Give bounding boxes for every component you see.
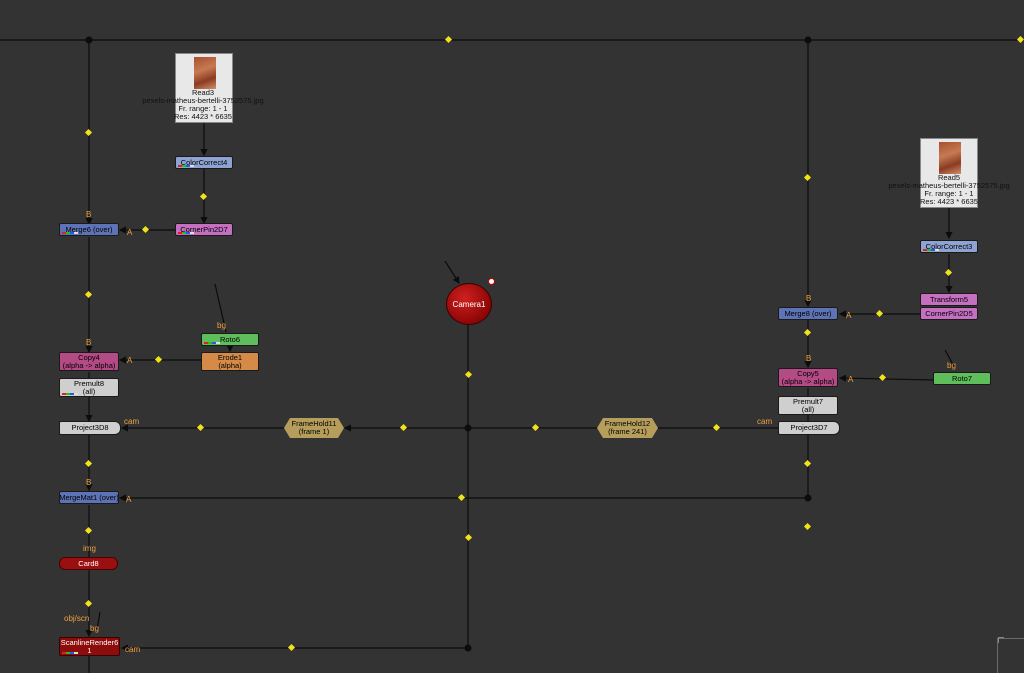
mergemat1-node[interactable]: MergeMat1 (over) xyxy=(59,491,119,504)
read5-file: pexels-matheus-bertelli-3752575.jpg xyxy=(888,181,1010,190)
read5-node[interactable] xyxy=(920,138,978,208)
read5-title: Read5 xyxy=(937,173,961,182)
merge6-input-a: A xyxy=(127,228,133,237)
premult8-node[interactable]: Premult8 (all) xyxy=(59,378,119,397)
copy4-input-a: A xyxy=(127,356,133,365)
copy4-sub: (alpha -> alpha) xyxy=(62,360,116,370)
copy4-input-b: B xyxy=(86,338,92,347)
copy5-input-b: B xyxy=(806,354,812,363)
read5-label: Read5 pexels-matheus-bertelli-3752575.jp… xyxy=(874,174,1024,206)
read3-file: pexels-matheus-bertelli-3752575.jpg xyxy=(142,96,264,105)
read3-node[interactable] xyxy=(175,53,233,123)
read5-range: Fr. range: 1 - 1 xyxy=(924,189,974,198)
cornerpin2d7-node[interactable]: CornerPin2D7 xyxy=(175,223,233,236)
premult8-sub: (all) xyxy=(82,386,96,396)
cornerpin2d7-label: CornerPin2D7 xyxy=(180,224,228,234)
read3-thumbnail xyxy=(194,57,216,89)
colorcorrect4-node[interactable]: ColorCorrect4 xyxy=(175,156,233,169)
camera1-indicator-icon xyxy=(488,278,495,285)
merge8-label: Merge8 (over) xyxy=(784,308,832,318)
scanlinerender6-input-cam: cam xyxy=(125,645,141,654)
mergemat1-input-a: A xyxy=(126,495,132,504)
card8-node[interactable]: Card8 xyxy=(59,557,118,570)
copy4-node[interactable]: Copy4 (alpha -> alpha) xyxy=(59,352,119,371)
framehold11-title: FrameHold11 xyxy=(291,419,337,428)
read3-label: Read3 pexels-matheus-bertelli-3752575.jp… xyxy=(128,89,278,121)
project3d7-input-cam: cam xyxy=(757,417,773,426)
erode1-title: Erode1 xyxy=(217,352,243,362)
framehold11-sub: (frame 1) xyxy=(298,427,330,436)
erode1-node[interactable]: Erode1 (alpha) xyxy=(201,352,259,371)
camera1-node[interactable]: Camera1 xyxy=(446,283,492,325)
merge8-input-a: A xyxy=(846,311,852,320)
copy5-node[interactable]: Copy5 (alpha -> alpha) xyxy=(778,368,838,387)
cornerpin2d5-label: CornerPin2D5 xyxy=(925,308,973,318)
mergemat1-label: MergeMat1 (over) xyxy=(59,492,119,502)
premult7-title: Premult7 xyxy=(792,396,823,406)
framehold12-node[interactable]: FrameHold12 (frame 241) xyxy=(597,418,658,438)
merge6-label: Merge6 (over) xyxy=(65,224,113,234)
copy5-sub: (alpha -> alpha) xyxy=(781,376,835,386)
project3d8-node[interactable]: Project3D8 xyxy=(59,421,121,435)
framehold12-sub: (frame 241) xyxy=(608,427,647,436)
roto6-node[interactable]: Roto6 xyxy=(201,333,259,346)
merge8-input-b: B xyxy=(806,294,812,303)
read5-thumbnail xyxy=(939,142,961,174)
scanlinerender6-sub: 1 xyxy=(87,645,92,655)
read3-title: Read3 xyxy=(191,88,215,97)
project3d7-label: Project3D7 xyxy=(790,423,828,432)
roto7-input-bg: bg xyxy=(947,361,956,370)
merge6-node[interactable]: Merge6 (over) xyxy=(59,223,119,236)
camera1-label: Camera1 xyxy=(452,299,486,309)
transform5-node[interactable]: Transform5 xyxy=(920,293,978,306)
read3-res: Res: 4423 * 6635 xyxy=(174,112,232,121)
copy5-input-a: A xyxy=(848,375,854,384)
transform5-label: Transform5 xyxy=(929,294,969,304)
card8-input-img: img xyxy=(83,544,96,553)
read3-range: Fr. range: 1 - 1 xyxy=(178,104,228,113)
roto7-label: Roto7 xyxy=(951,373,972,383)
scanlinerender6-title: ScanlineRender6 xyxy=(60,637,119,647)
card8-label: Card8 xyxy=(78,558,99,568)
colorcorrect4-label: ColorCorrect4 xyxy=(180,157,228,167)
colorcorrect3-label: ColorCorrect3 xyxy=(925,241,973,251)
premult8-title: Premult8 xyxy=(73,378,104,388)
copy5-title: Copy5 xyxy=(797,368,819,378)
roto6-label: Roto6 xyxy=(219,334,240,344)
roto7-node[interactable]: Roto7 xyxy=(933,372,991,385)
erode1-sub: (alpha) xyxy=(218,360,242,370)
colorcorrect3-node[interactable]: ColorCorrect3 xyxy=(920,240,978,253)
merge8-node[interactable]: Merge8 (over) xyxy=(778,307,838,320)
project3d8-label: Project3D8 xyxy=(71,423,109,432)
scanlinerender6-input-objscn: obj/scn xyxy=(64,614,90,623)
viewer-corner-frame xyxy=(997,638,1024,673)
read5-res: Res: 4423 * 6635 xyxy=(920,197,978,206)
project3d7-node[interactable]: Project3D7 xyxy=(778,421,840,435)
cornerpin2d5-node[interactable]: CornerPin2D5 xyxy=(920,307,978,320)
project3d8-input-cam: cam xyxy=(124,417,140,426)
copy4-title: Copy4 xyxy=(78,352,100,362)
premult7-node[interactable]: Premult7 (all) xyxy=(778,396,838,415)
mergemat1-input-b: B xyxy=(86,478,92,487)
premult7-sub: (all) xyxy=(801,404,815,414)
scanlinerender6-input-bg: bg xyxy=(90,624,99,633)
scanlinerender6-node[interactable]: ScanlineRender6 1 xyxy=(59,637,120,656)
viewer-corner-mark xyxy=(998,637,1004,643)
roto6-input-bg: bg xyxy=(217,321,226,330)
framehold12-title: FrameHold12 xyxy=(604,419,651,428)
merge6-input-b: B xyxy=(86,210,92,219)
framehold11-node[interactable]: FrameHold11 (frame 1) xyxy=(284,418,344,438)
